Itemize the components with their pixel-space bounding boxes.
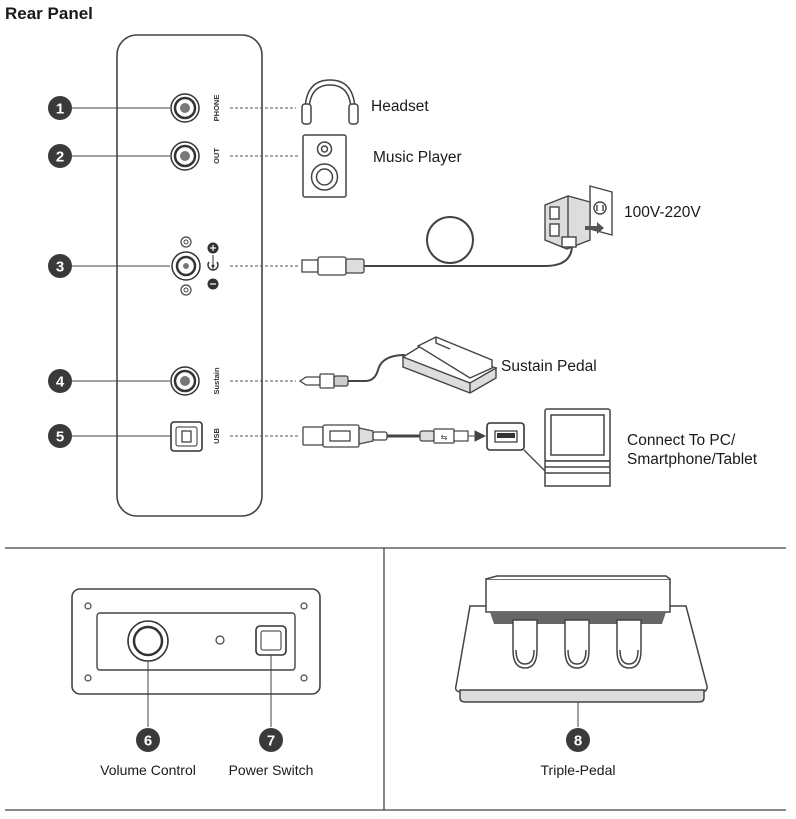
marker-3: 3 (48, 254, 72, 278)
quarter-inch-plug-icon (298, 373, 349, 389)
triple-pedal-icon (454, 575, 708, 703)
phone-jack (170, 93, 200, 123)
music-player-label: Music Player (373, 149, 462, 166)
power-adapter-icon (544, 185, 613, 250)
power-switch-label: Power Switch (228, 762, 314, 778)
polarity-icon (207, 242, 219, 290)
volume-knob (127, 620, 169, 662)
power-supply-label: 100V-220V (624, 204, 701, 221)
out-jack (170, 141, 200, 171)
marker-1: 1 (48, 96, 72, 120)
svg-text:4: 4 (56, 374, 65, 391)
usb-port-label: USB (212, 428, 221, 444)
usb-b-plug-icon (302, 424, 388, 448)
volume-control-label: Volume Control (100, 762, 196, 778)
speaker-icon (302, 134, 347, 198)
computer-icon (544, 408, 611, 487)
sustain-pedal-icon (401, 336, 498, 394)
usb-a-port-closeup (486, 422, 525, 451)
page-title: Rear Panel (5, 4, 93, 23)
usb-b-port (170, 421, 203, 452)
marker-7: 7 (259, 728, 283, 752)
power-cable (364, 244, 573, 267)
svg-text:⇆: ⇆ (441, 433, 448, 442)
marker-8: 8 (566, 728, 590, 752)
svg-text:8: 8 (574, 733, 582, 750)
sustain-pedal-label: Sustain Pedal (501, 358, 597, 375)
cable-loop (426, 216, 474, 264)
out-port-label: OUT (212, 148, 221, 164)
dc-plug-icon (301, 256, 365, 276)
marker-2: 2 (48, 144, 72, 168)
headset-icon (301, 79, 359, 125)
svg-text:6: 6 (144, 733, 152, 750)
sustain-port-label: Sustain (212, 367, 221, 395)
triple-pedal-label: Triple-Pedal (540, 762, 616, 778)
usb-callout-line (523, 449, 547, 473)
computer-label-line2: Smartphone/Tablet (627, 451, 758, 468)
dc-power-jack (171, 236, 201, 296)
computer-label-line1: Connect To PC/ (627, 432, 736, 449)
phone-port-label: PHONE (212, 95, 221, 122)
svg-text:1: 1 (56, 101, 64, 118)
svg-text:7: 7 (267, 733, 275, 750)
headset-label: Headset (371, 98, 429, 115)
power-led-indicator (215, 635, 225, 645)
usb-a-plug-icon: ⇆ (419, 428, 469, 444)
usb-arrow (468, 430, 487, 442)
power-switch-button (255, 625, 287, 656)
marker-4: 4 (48, 369, 72, 393)
marker-5: 5 (48, 424, 72, 448)
sustain-jack (170, 366, 200, 396)
marker-6: 6 (136, 728, 160, 752)
svg-text:5: 5 (56, 429, 64, 446)
sustain-cable (348, 354, 406, 382)
svg-text:2: 2 (56, 149, 64, 166)
svg-text:3: 3 (56, 259, 64, 276)
